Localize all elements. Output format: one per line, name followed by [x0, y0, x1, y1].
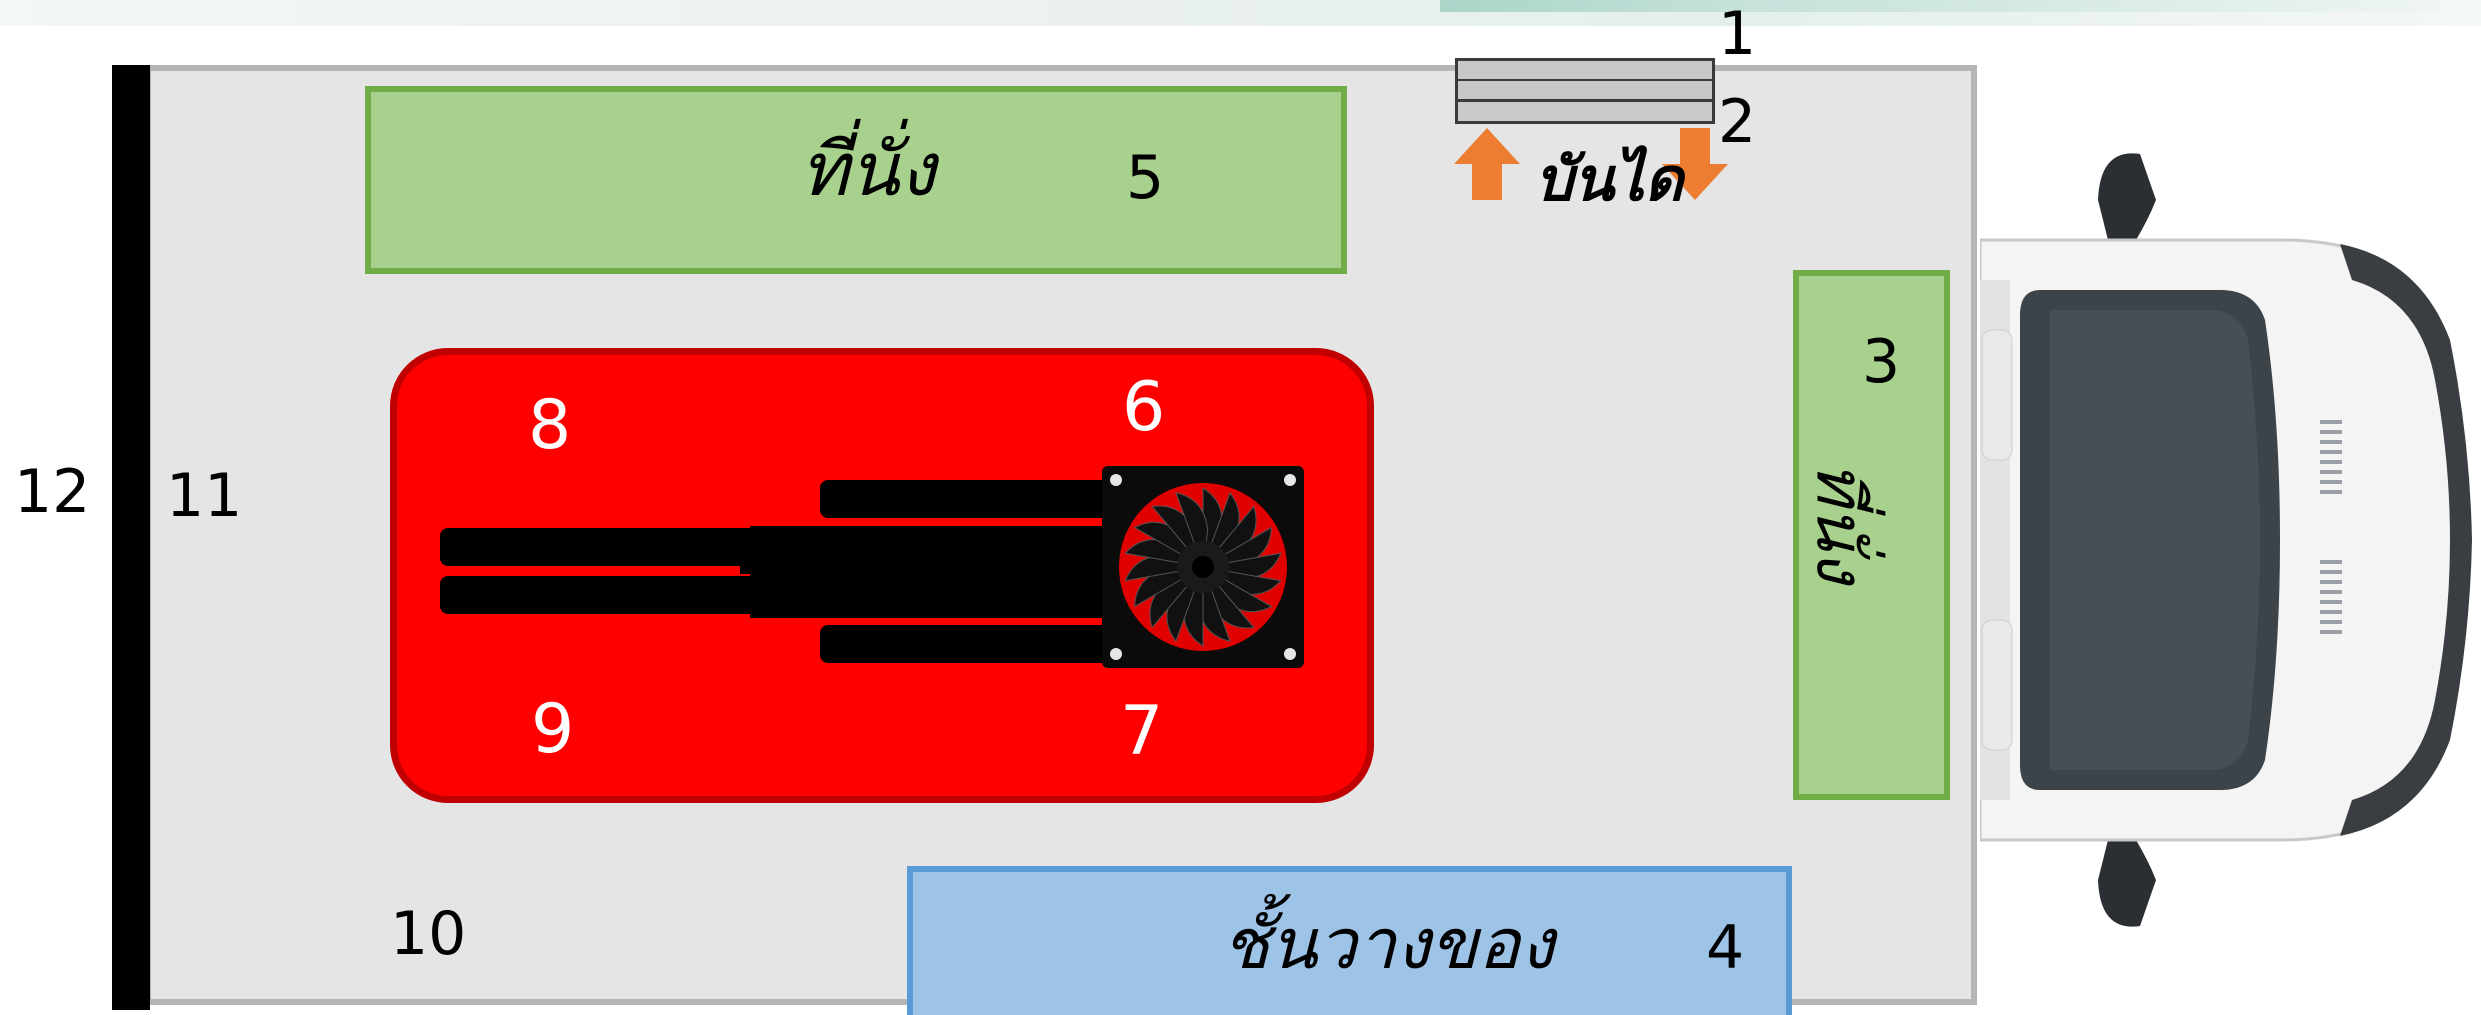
side-seat-zone	[1793, 270, 1950, 800]
side-seat-label: ที่นั่ง	[1801, 461, 1879, 583]
machine-diagram	[440, 480, 1110, 663]
stairs	[1455, 58, 1715, 124]
label-8: 8	[528, 386, 572, 465]
truck-cab-icon	[1980, 153, 2472, 927]
seat-zone-label: ที่นั่ง	[800, 127, 936, 213]
fan-icon	[1102, 466, 1304, 668]
rear-wall	[112, 65, 150, 1010]
arrow-up-icon	[1454, 128, 1520, 200]
label-10: 10	[390, 899, 467, 969]
label-9: 9	[531, 690, 575, 769]
label-11: 11	[166, 461, 243, 531]
arrow-down-icon	[1662, 128, 1728, 200]
stairs-label: บันได	[1535, 145, 1684, 215]
label-1: 1	[1718, 0, 1757, 69]
label-4: 4	[1706, 913, 1745, 983]
label-3: 3	[1862, 327, 1901, 397]
shelf-label: ชั้นวางของ	[1222, 903, 1555, 985]
label-7: 7	[1120, 692, 1164, 771]
label-12: 12	[14, 457, 91, 527]
label-5: 5	[1126, 143, 1165, 213]
top-background-accent	[1440, 0, 2440, 12]
shelf-zone	[907, 866, 1792, 1015]
label-2: 2	[1718, 87, 1757, 157]
seat-zone	[365, 86, 1347, 274]
label-6: 6	[1122, 368, 1166, 447]
